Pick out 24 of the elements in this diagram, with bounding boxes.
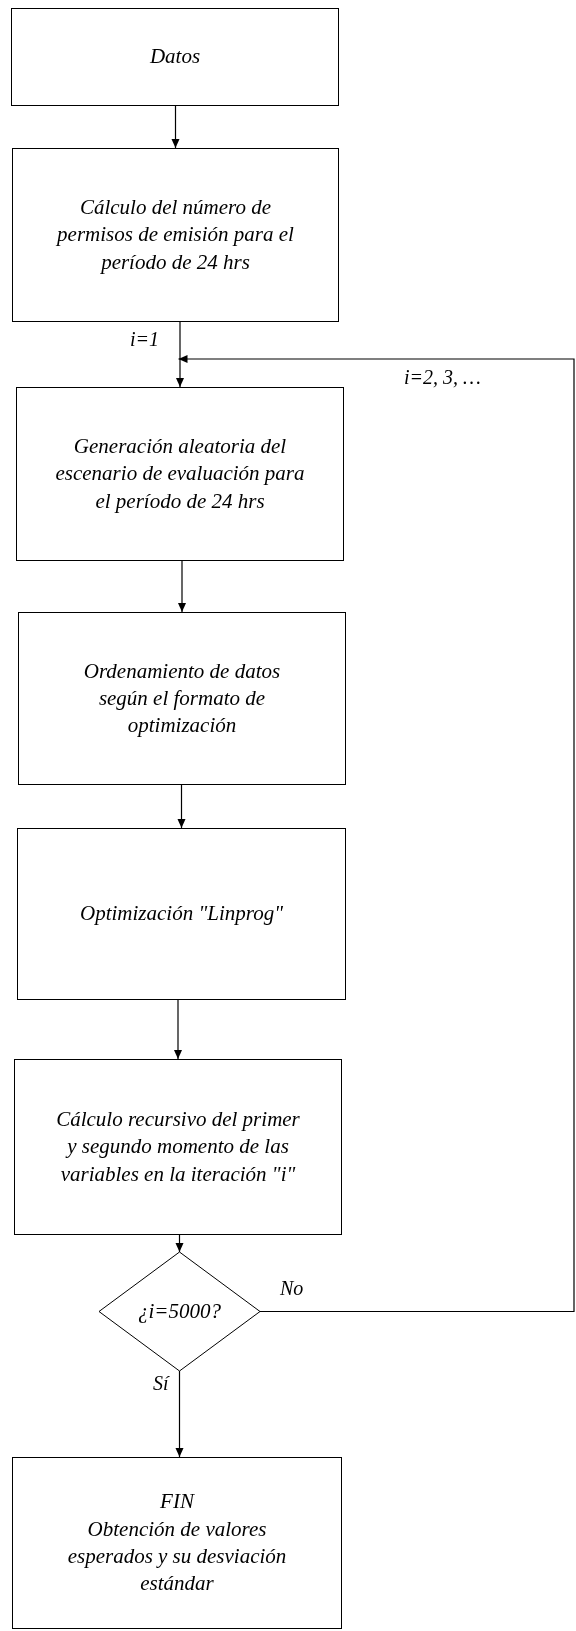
- node-text: Obtención de valores esperados y su desviación estándar: [66, 1515, 288, 1598]
- process-box: [12, 148, 339, 322]
- node-text: Datos: [149, 43, 201, 71]
- process-box: [12, 1457, 342, 1629]
- node-text: Ordenamiento de datos según el formato de optimización: [82, 657, 282, 740]
- arrow: [171, 105, 180, 149]
- node-text: ¿i=5000?: [138, 1297, 221, 1325]
- node-text: Cálculo recursivo del primer y segundo momento de las variables en la iteración "i": [55, 1106, 301, 1188]
- arrow: [175, 1370, 184, 1458]
- arrow: [176, 321, 184, 388]
- node-text: Cálculo del número de permisos de emisión para el período de 24 hrs: [55, 194, 295, 276]
- node-text: Generación aleatoria del escenario de evaluación para el período de 24 hrs: [55, 433, 305, 515]
- process-box: [18, 612, 346, 785]
- process-box: [11, 8, 339, 106]
- node-text: FIN: [160, 1488, 194, 1516]
- process-box: [17, 828, 346, 1000]
- arrow: [175, 1234, 184, 1253]
- process-box: [16, 387, 344, 561]
- arrow: [177, 784, 186, 829]
- arrow: [174, 999, 182, 1060]
- process-box: [14, 1059, 342, 1235]
- arrow: [177, 355, 575, 1313]
- node-text: Optimización "Linprog": [80, 900, 283, 928]
- arrow: [178, 560, 186, 613]
